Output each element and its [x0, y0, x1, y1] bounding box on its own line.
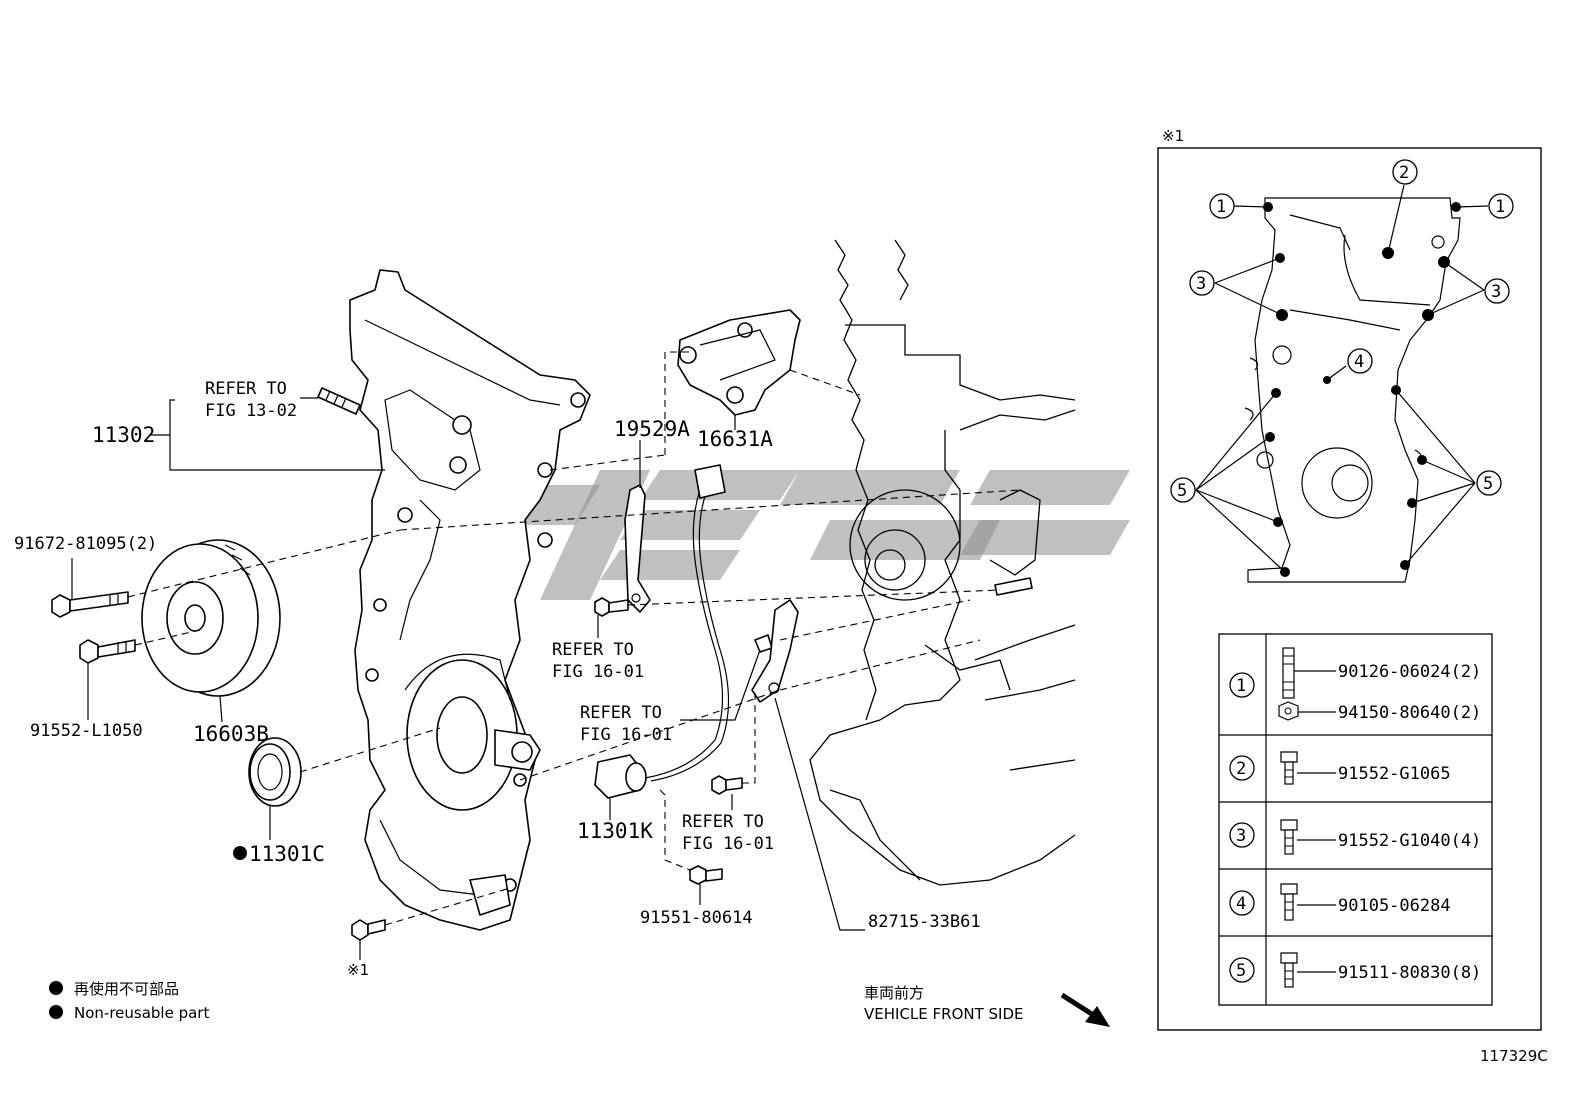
inset-bolt-dots	[1263, 202, 1461, 577]
bolt-icon-row5	[1280, 952, 1298, 988]
label-82715: 82715-33B61	[868, 912, 981, 932]
label-16631a: 16631A	[697, 427, 773, 451]
vehicle-direction: 車両前方 VEHICLE FRONT SIDE	[864, 984, 1110, 1027]
label-11302: 11302	[92, 423, 155, 447]
table-key-2: 2	[1236, 759, 1246, 779]
ref-fig13-line2: FIG 13-02	[205, 401, 297, 421]
table-part-2: 91552-G1065	[1338, 764, 1451, 784]
label-11301k: 11301K	[577, 819, 653, 843]
bolt-91551	[689, 865, 723, 885]
table-key-3: 3	[1236, 826, 1246, 846]
pulley-bolt-91552	[79, 639, 136, 664]
crankshaft-pulley	[141, 539, 281, 697]
bracket-16631a	[677, 309, 801, 416]
inset-callouts: 1 1 2 3 3 4 5 5	[1170, 159, 1514, 503]
legend-en-text: Non-reusable part	[74, 1004, 209, 1022]
callout-3-left: 3	[1196, 274, 1206, 294]
label-19529a: 19529A	[614, 417, 690, 441]
inset-panel: ※1	[1157, 127, 1542, 1031]
ref-fig16b-line2: FIG 16-01	[580, 725, 672, 745]
table-key-1: 1	[1236, 676, 1246, 696]
ref-fig16c-line1: REFER TO	[682, 812, 764, 832]
label-16603b: 16603B	[193, 722, 269, 746]
label-91552l: 91552-L1050	[30, 721, 143, 741]
front-oil-seal	[248, 737, 302, 807]
label-mark-ref: ※1	[347, 961, 369, 979]
legend-dot-en	[49, 1005, 63, 1019]
timing-chain-cover	[349, 269, 591, 931]
inset-bolt-table: 1 90126-06024(2) 94150-80640(2) 2	[1218, 633, 1493, 1006]
inset-callout-leaders	[1195, 184, 1489, 573]
sensor-11301k	[594, 464, 799, 799]
engine-stud	[994, 577, 1033, 596]
bolt-icon-row4	[1280, 883, 1298, 921]
bolt-near-fig16	[711, 775, 743, 795]
callout-5-right: 5	[1483, 474, 1493, 494]
table-part-5: 91511-80830(8)	[1338, 963, 1481, 983]
callout-5-left: 5	[1177, 481, 1187, 501]
callout-3-right: 3	[1491, 282, 1501, 302]
ref-fig13-line1: REFER TO	[205, 379, 287, 399]
callout-2: 2	[1399, 163, 1409, 183]
non-reusable-marker-11301c	[233, 846, 247, 860]
pulley-bolt-91672	[51, 591, 129, 618]
figure-id: 117329C	[1480, 1047, 1548, 1065]
cover-bolt-bottom	[351, 919, 386, 941]
table-key-4: 4	[1236, 894, 1246, 914]
part-labels: 11302 REFER TO FIG 13-02 91672-81095(2) …	[14, 379, 981, 979]
direction-jp-text: 車両前方	[864, 984, 924, 1002]
inset-title: ※1	[1162, 127, 1184, 145]
alignment-lines	[127, 351, 1021, 926]
stud-bolt-top	[317, 387, 361, 415]
table-key-5: 5	[1236, 961, 1246, 981]
direction-arrow-icon	[1060, 992, 1110, 1027]
bolt-near-19529a	[594, 597, 629, 617]
stud-icon	[1282, 647, 1295, 699]
bolt-icon-row3	[1280, 819, 1298, 855]
ref-fig16b-line1: REFER TO	[580, 703, 662, 723]
engine-block-outline	[809, 239, 1076, 886]
bolt-icon-row2	[1280, 751, 1298, 785]
ref-fig16c-line2: FIG 16-01	[682, 834, 774, 854]
label-91551: 91551-80614	[640, 908, 753, 928]
legend-dot-jp	[49, 981, 63, 995]
leader-lines	[71, 397, 865, 960]
callout-4: 4	[1354, 352, 1364, 372]
table-part-3: 91552-G1040(4)	[1338, 831, 1481, 851]
ref-fig16a-line2: FIG 16-01	[552, 662, 644, 682]
label-91672: 91672-81095(2)	[14, 534, 157, 554]
ref-fig16a-line1: REFER TO	[552, 640, 634, 660]
nut-icon	[1278, 701, 1299, 721]
bracket-19529a	[624, 484, 651, 613]
callout-1-right: 1	[1495, 197, 1505, 217]
legend: 再使用不可部品 Non-reusable part	[49, 980, 209, 1022]
table-part-4: 90105-06284	[1338, 896, 1451, 916]
table-part-1a: 90126-06024(2)	[1338, 662, 1481, 682]
inset-frame	[1157, 147, 1542, 1031]
legend-jp-text: 再使用不可部品	[74, 980, 179, 998]
callout-1-left: 1	[1216, 197, 1226, 217]
label-11301c: 11301C	[249, 842, 325, 866]
table-part-1b: 94150-80640(2)	[1338, 703, 1481, 723]
watermark-logo	[445, 470, 1130, 600]
direction-en-text: VEHICLE FRONT SIDE	[864, 1005, 1024, 1023]
